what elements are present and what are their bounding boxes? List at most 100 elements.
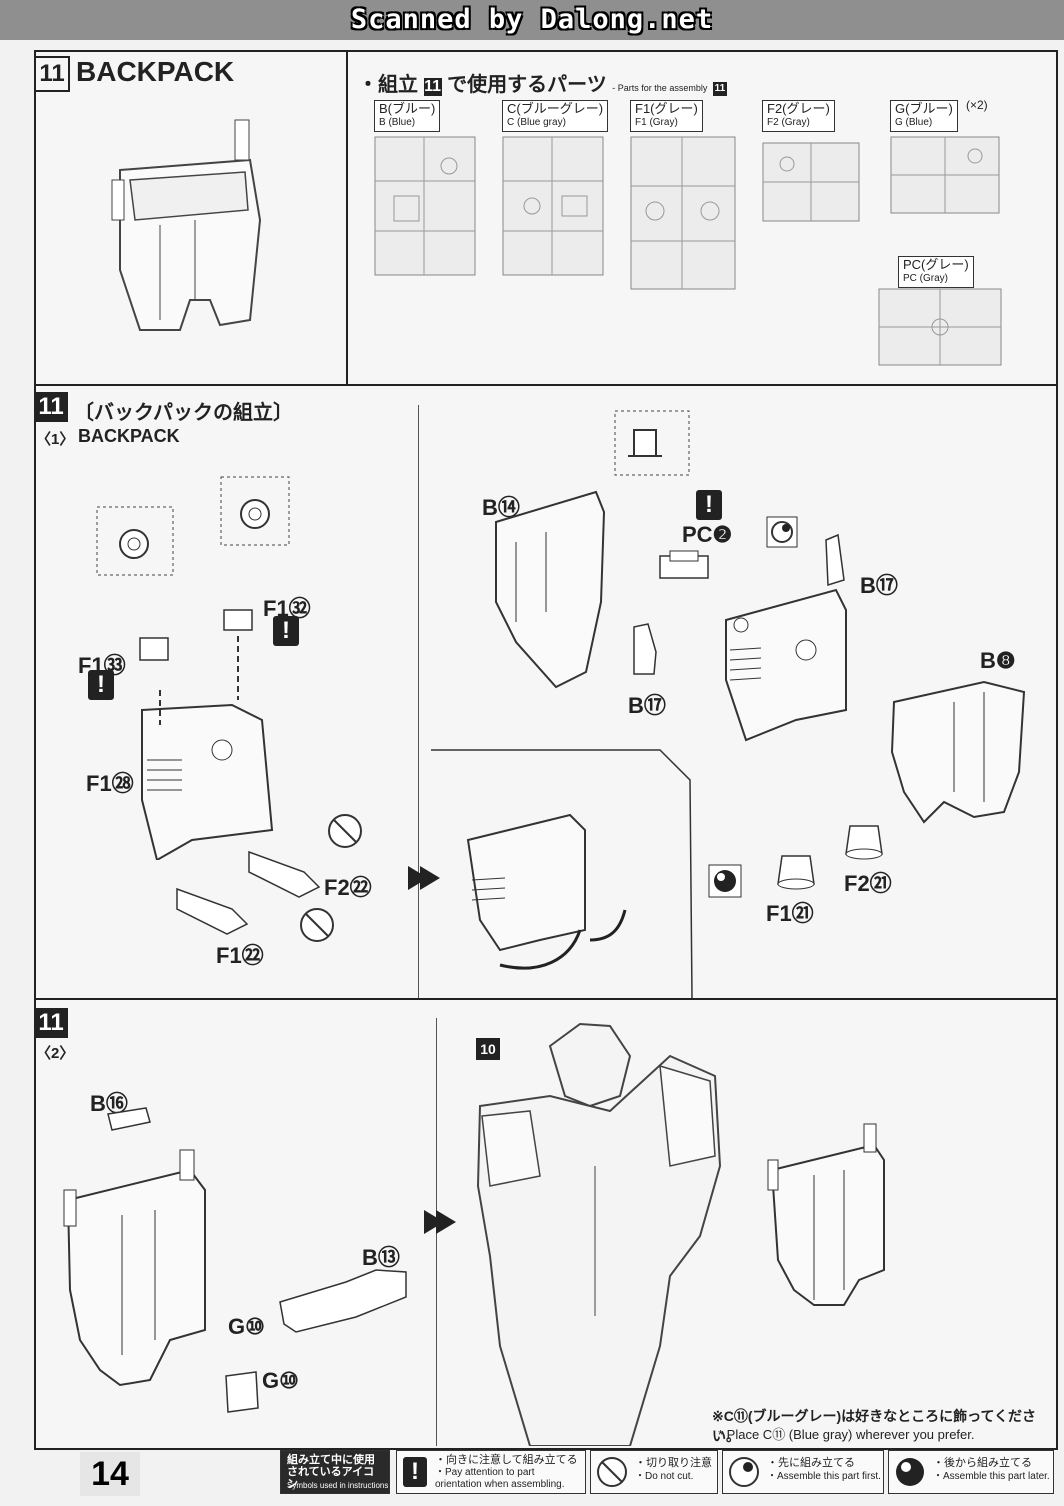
runner-f1-tag: F1(グレー) F1 (Gray) [630, 100, 703, 132]
legend-orientation: ! ・向きに注意して組み立てる ・Pay attention to part o… [396, 1450, 586, 1494]
collar-detail-right [220, 476, 290, 546]
side-part-f2-22 [248, 850, 321, 898]
runner-f2-jp: F2(グレー) [767, 101, 830, 116]
step-2-sub: 〈2〉 [36, 1045, 75, 1062]
runner-pc-image [878, 288, 1002, 366]
runner-pc-en: PC (Gray) [903, 273, 948, 284]
step-2-number-box: 11 [34, 1008, 68, 1038]
step-number: 11 [39, 60, 65, 87]
legend-orientation-en: ・Pay attention to part orientation when … [435, 1467, 565, 1490]
no-cut-icon [597, 1457, 627, 1487]
label-b-8: B❽ [980, 648, 1016, 673]
runner-c-tag: C(ブルーグレー) C (Blue gray) [502, 100, 609, 132]
label-pc-2: PC❷ [682, 522, 733, 547]
label-f1-21: F1㉑ [766, 901, 814, 926]
legend-assemble-later: ・後から組み立てる ・Assemble this part later. [888, 1450, 1054, 1494]
parts-heading-en-step: 11 [712, 82, 727, 96]
step-1-title-en: BACKPACK [78, 426, 180, 446]
label-f1-28: F1㉘ [86, 771, 134, 796]
label-g-10-upper: G⑩ [228, 1314, 265, 1339]
orientation-icon: ! [403, 1457, 427, 1487]
caution-icon-f1-33: ! [88, 670, 114, 700]
reference-step-box: 10 [476, 1038, 500, 1060]
label-f1-22: F1㉒ [216, 943, 264, 968]
legend-title-jp: 組み立て中に使用されているアイコン [287, 1454, 375, 1490]
arrow-right-2 [424, 1210, 456, 1234]
runner-b-image [374, 136, 476, 276]
f1-21-part [777, 855, 815, 890]
b13-part [279, 1269, 407, 1333]
runner-b-jp: B(ブルー) [379, 101, 436, 116]
runner-b-tag: B(ブルー) B (Blue) [374, 100, 441, 132]
step-1-divider [418, 405, 419, 998]
f2-21-part [845, 825, 883, 860]
caution-icon-pc2: ! [696, 490, 722, 520]
display-note-en: * Place C⑪ (Blue gray) wherever you pref… [718, 1427, 975, 1442]
runner-f2-image [762, 142, 860, 222]
runner-pc-tag: PC(グレー) PC (Gray) [898, 256, 974, 288]
page-number: 14 [80, 1452, 140, 1496]
b17-part [633, 623, 657, 675]
reference-step-number: 10 [480, 1041, 496, 1057]
runner-f1-jp: F1(グレー) [635, 101, 698, 116]
runner-c-en: C (Blue gray) [507, 117, 566, 128]
step-number-box: 11 [34, 56, 70, 92]
legend-assemble-first-jp: ・先に組み立てる [767, 1457, 855, 1469]
runner-b-en: B (Blue) [379, 117, 416, 128]
side-part-f1-22 [176, 887, 249, 935]
runner-f1-en: F1 (Gray) [635, 117, 678, 128]
label-g-10-lower: G⑩ [262, 1368, 299, 1393]
no-cut-icon-1 [328, 814, 362, 848]
label-f2-22: F2㉒ [324, 875, 372, 900]
no-cut-icon-2 [300, 908, 334, 942]
top-divider [346, 50, 348, 386]
legend-assemble-later-en: ・Assemble this part later. [933, 1471, 1050, 1482]
assemble-later-legend-icon [896, 1458, 924, 1486]
legend-assemble-later-jp: ・後から組み立てる [933, 1457, 1032, 1469]
backpack-core-result [466, 813, 627, 970]
parts-heading-en: - Parts for the assembly [612, 83, 708, 93]
step-2-number: 11 [38, 1009, 64, 1036]
legend-assemble-first: ・先に組み立てる ・Assemble this part first. [722, 1450, 884, 1494]
label-f2-21: F2㉑ [844, 871, 892, 896]
legend-orientation-jp: ・向きに注意して組み立てる [435, 1454, 578, 1466]
runner-f2-tag: F2(グレー) F2 (Gray) [762, 100, 835, 132]
backpack-frame-b14 [495, 490, 606, 689]
parts-heading: ・組立 11 で使用するパーツ - Parts for the assembly… [358, 68, 727, 97]
assemble-later-icon [708, 864, 742, 898]
label-b-13: B⑬ [362, 1245, 400, 1270]
parts-heading-step: 11 [423, 78, 442, 96]
runner-g-quantity: (×2) [966, 98, 988, 112]
scan-credit: Scanned by Dalong.net [350, 4, 714, 35]
runner-g-tag: G(ブルー) G (Blue) [890, 100, 958, 132]
step-1-number-box: 11 [34, 392, 68, 422]
legend-assemble-first-en: ・Assemble this part first. [767, 1471, 881, 1482]
backpack-core-center [725, 533, 847, 742]
legend-title: 組み立て中に使用されているアイコン Symbols used in instru… [280, 1450, 390, 1494]
display-note-jp: ※C⑪(ブルーグレー)は好きなところに飾ってください。 [712, 1408, 1037, 1444]
backpack-final [767, 1123, 885, 1306]
assemble-first-icon-top [766, 516, 798, 548]
legend-title-en: Symbols used in instructions [287, 1481, 389, 1490]
assemble-first-icon [729, 1457, 759, 1487]
step-1-sub: 〈1〉 [36, 431, 75, 448]
collar-detail-left [96, 506, 174, 576]
runner-g-image [890, 136, 1000, 214]
step-title: BACKPACK [76, 56, 235, 87]
mobile-suit-torso [476, 1022, 722, 1446]
parts-heading-jp2: で使用するパーツ [447, 74, 607, 96]
caution-icon-f1-32: ! [273, 616, 299, 646]
runner-pc-jp: PC(グレー) [903, 257, 969, 272]
backpack-preview-image [111, 119, 262, 331]
b8-cover [890, 680, 1026, 824]
runner-f1-image [630, 136, 736, 290]
label-b-17-side: B⑰ [628, 693, 666, 718]
step-1-title-jp: 〔バックパックの組立〕 [74, 402, 293, 424]
legend-no-cut-jp: ・切り取り注意 [635, 1457, 712, 1469]
scan-banner: Scanned by Dalong.net [0, 0, 1064, 40]
parts-heading-jp: ・組立 [358, 74, 418, 96]
backpack-assembly-left [63, 1149, 206, 1387]
step-1-number: 11 [38, 393, 64, 420]
b16-part [107, 1107, 151, 1131]
